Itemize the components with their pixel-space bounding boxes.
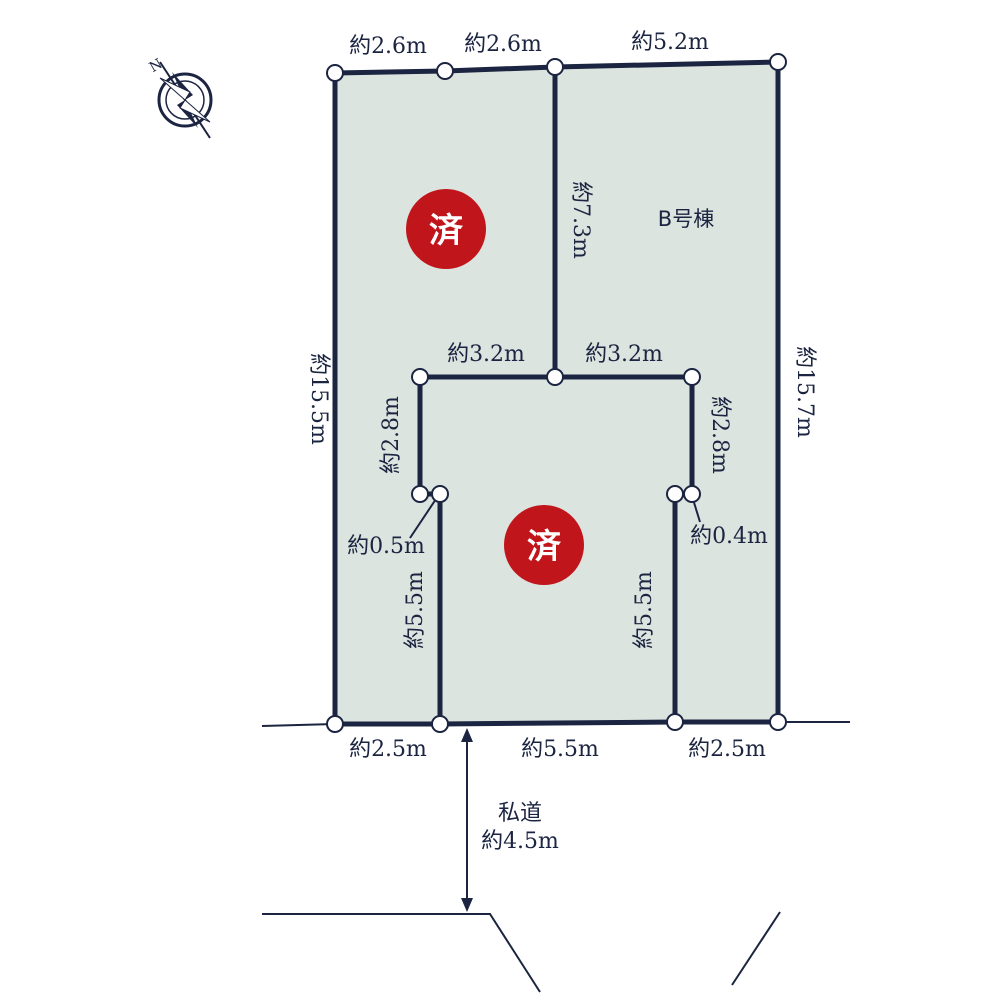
road-boundary-south — [262, 913, 541, 993]
dim-right-side: 約15.7m — [792, 346, 817, 438]
dim-bottom-1: 約2.5m — [349, 737, 427, 762]
marker — [769, 53, 787, 71]
dim-bottom-3: 約2.5m — [688, 737, 766, 762]
road-width: 約4.5m — [481, 829, 559, 854]
road-boundary-north — [261, 723, 336, 727]
marker — [666, 713, 684, 731]
sold-badge-bottom: 済 — [504, 505, 584, 585]
marker — [683, 485, 701, 503]
marker — [546, 368, 564, 386]
leader-jog-left — [409, 495, 439, 539]
lot-b-label: B号棟 — [658, 207, 714, 231]
marker — [431, 715, 449, 733]
dim-divider-vertical: 約7.3m — [568, 181, 593, 259]
dim-bottom-2: 約5.5m — [521, 737, 599, 762]
dim-inner-right-upper: 約2.8m — [707, 396, 732, 474]
dim-inner-left-upper: 約2.8m — [379, 396, 404, 474]
dim-inner-left-lower: 約5.5m — [403, 571, 428, 649]
dim-inner-top-right: 約3.2m — [585, 342, 663, 367]
boundary-markers — [326, 53, 787, 733]
dim-top-2: 約2.6m — [464, 32, 542, 57]
sold-badge-top: 済 — [406, 189, 486, 269]
marker — [436, 62, 454, 80]
marker — [326, 715, 344, 733]
marker — [683, 368, 701, 386]
dim-left-side: 約15.5m — [306, 353, 331, 445]
marker — [411, 368, 429, 386]
marker — [411, 485, 429, 503]
compass-north-label: N — [147, 56, 166, 76]
dim-jog-right: 約0.4m — [690, 524, 768, 549]
dim-inner-top-left: 約3.2m — [447, 342, 525, 367]
road-name: 私道 — [498, 801, 542, 826]
road-corner-right — [731, 911, 781, 986]
road-width-arrow — [461, 728, 473, 912]
dim-inner-right-lower: 約5.5m — [632, 571, 657, 649]
marker — [666, 485, 684, 503]
marker — [769, 713, 787, 731]
dim-top-1: 約2.6m — [349, 34, 427, 59]
marker — [546, 58, 564, 76]
marker — [431, 485, 449, 503]
dim-jog-left: 約0.5m — [347, 534, 425, 559]
dim-top-3: 約5.2m — [631, 30, 709, 55]
sold-text-bottom: 済 — [527, 527, 562, 567]
compass-icon: N — [147, 56, 213, 139]
marker — [326, 64, 344, 82]
sold-text-top: 済 — [429, 211, 464, 251]
